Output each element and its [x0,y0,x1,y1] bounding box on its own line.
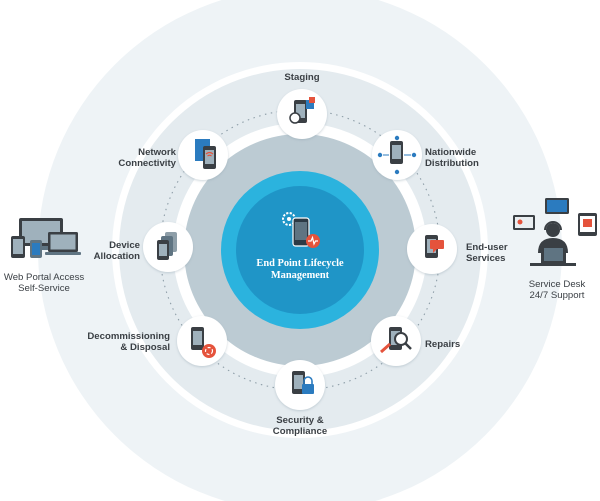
stage-node-decommissioning-disposal[interactable] [177,316,227,366]
stage-node-network-connectivity[interactable] [178,130,228,180]
stage-node-device-allocation[interactable] [143,222,193,272]
label-decommissioning-disposal: Decommissioning & Disposal [87,331,170,353]
center-title-line1: End Point Lifecycle [256,258,344,269]
web-portal-devices-icon [11,218,81,258]
label-end-user-services: End-user Services [466,242,508,264]
service-desk-icon [513,198,597,266]
service-desk-label: Service Desk 24/7 Support [518,279,596,301]
service-desk-title: Service Desk [528,279,586,290]
label-network-connectivity: Network Connectivity [118,147,176,169]
stage-node-repairs[interactable] [371,316,421,366]
stage-node-nationwide-distribution[interactable] [372,130,422,180]
web-portal-label: Web Portal Access Self-Service [0,272,88,294]
label-repairs: Repairs [425,339,461,350]
stage-node-staging[interactable] [277,89,327,139]
web-portal-title: Web Portal Access [3,272,85,283]
stage-node-end-user-services[interactable] [407,224,457,274]
label-security-compliance: Security & Compliance [272,415,328,437]
center-phone-icon [282,212,320,248]
label-device-allocation: Device Allocation [93,240,140,262]
label-nationwide-distribution: Nationwide Distribution [425,147,479,169]
center-core [236,186,364,314]
stage-node-security-compliance[interactable] [275,360,325,410]
label-staging: Staging [284,72,320,83]
center-title: End Point Lifecycle Management [245,258,355,282]
center-title-line2: Management [270,270,330,281]
web-portal-subtitle: Self-Service [18,283,70,294]
service-desk-subtitle: 24/7 Support [529,290,585,301]
